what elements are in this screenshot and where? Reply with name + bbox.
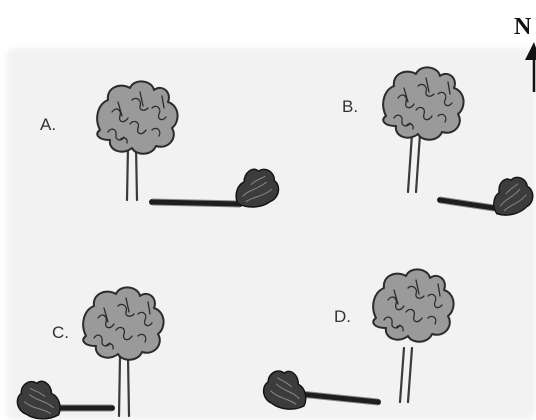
panel-a-shadow-crown bbox=[232, 166, 281, 210]
panel-a-tree-crown bbox=[97, 81, 177, 153]
panel-a-shadow-trunk bbox=[152, 202, 240, 204]
panel-b-label: B. bbox=[342, 97, 358, 116]
panel-d: D. bbox=[261, 269, 454, 412]
north-label: N bbox=[514, 14, 532, 40]
panel-d-label: D. bbox=[334, 307, 351, 326]
panel-a: A. bbox=[40, 81, 281, 210]
panel-a-trunk bbox=[127, 146, 137, 200]
panel-b-trunk bbox=[408, 134, 420, 192]
panel-c-trunk bbox=[119, 356, 129, 416]
panel-c-label: C. bbox=[52, 323, 69, 342]
panel-d-tree-crown bbox=[373, 269, 453, 341]
panel-d-trunk bbox=[400, 348, 412, 402]
panel-c-shadow-crown bbox=[15, 378, 63, 420]
panel-c: C. bbox=[15, 287, 163, 420]
panel-b: B. bbox=[342, 67, 536, 219]
panel-a-label: A. bbox=[40, 115, 56, 134]
panel-c-tree-crown bbox=[83, 287, 163, 359]
north-arrow: N bbox=[514, 14, 536, 92]
panel-d-shadow-crown bbox=[261, 367, 311, 413]
north-arrow-head bbox=[525, 42, 536, 60]
panel-b-shadow-crown bbox=[486, 172, 536, 220]
panel-b-tree-crown bbox=[383, 67, 463, 139]
